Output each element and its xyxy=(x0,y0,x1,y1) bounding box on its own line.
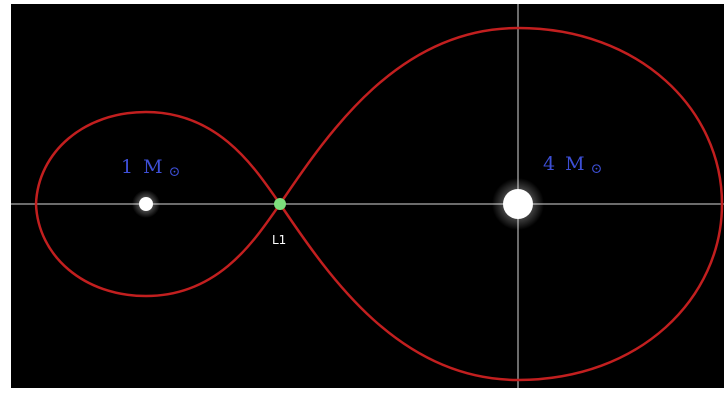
lagrange-point-l1-marker xyxy=(274,198,286,210)
left-star-mass-unit: M xyxy=(143,156,162,178)
left-star-sun-symbol: ⊙ xyxy=(169,164,181,180)
left-star-mass-value: 1 xyxy=(121,156,133,178)
right-star-mass-unit: M xyxy=(565,153,584,175)
right-star-mass-label: 4 M ⊙ xyxy=(543,153,602,177)
diagram-background xyxy=(11,4,724,388)
right-star-mass-value: 4 xyxy=(543,153,555,175)
right-star-sun-symbol: ⊙ xyxy=(591,161,603,177)
right-roche-lobe xyxy=(278,26,724,382)
lagrange-point-label: L1 xyxy=(272,233,286,247)
left-roche-lobe xyxy=(34,110,282,298)
right-star xyxy=(503,189,533,219)
left-star xyxy=(139,197,153,211)
left-star-mass-label: 1 M ⊙ xyxy=(121,156,180,180)
